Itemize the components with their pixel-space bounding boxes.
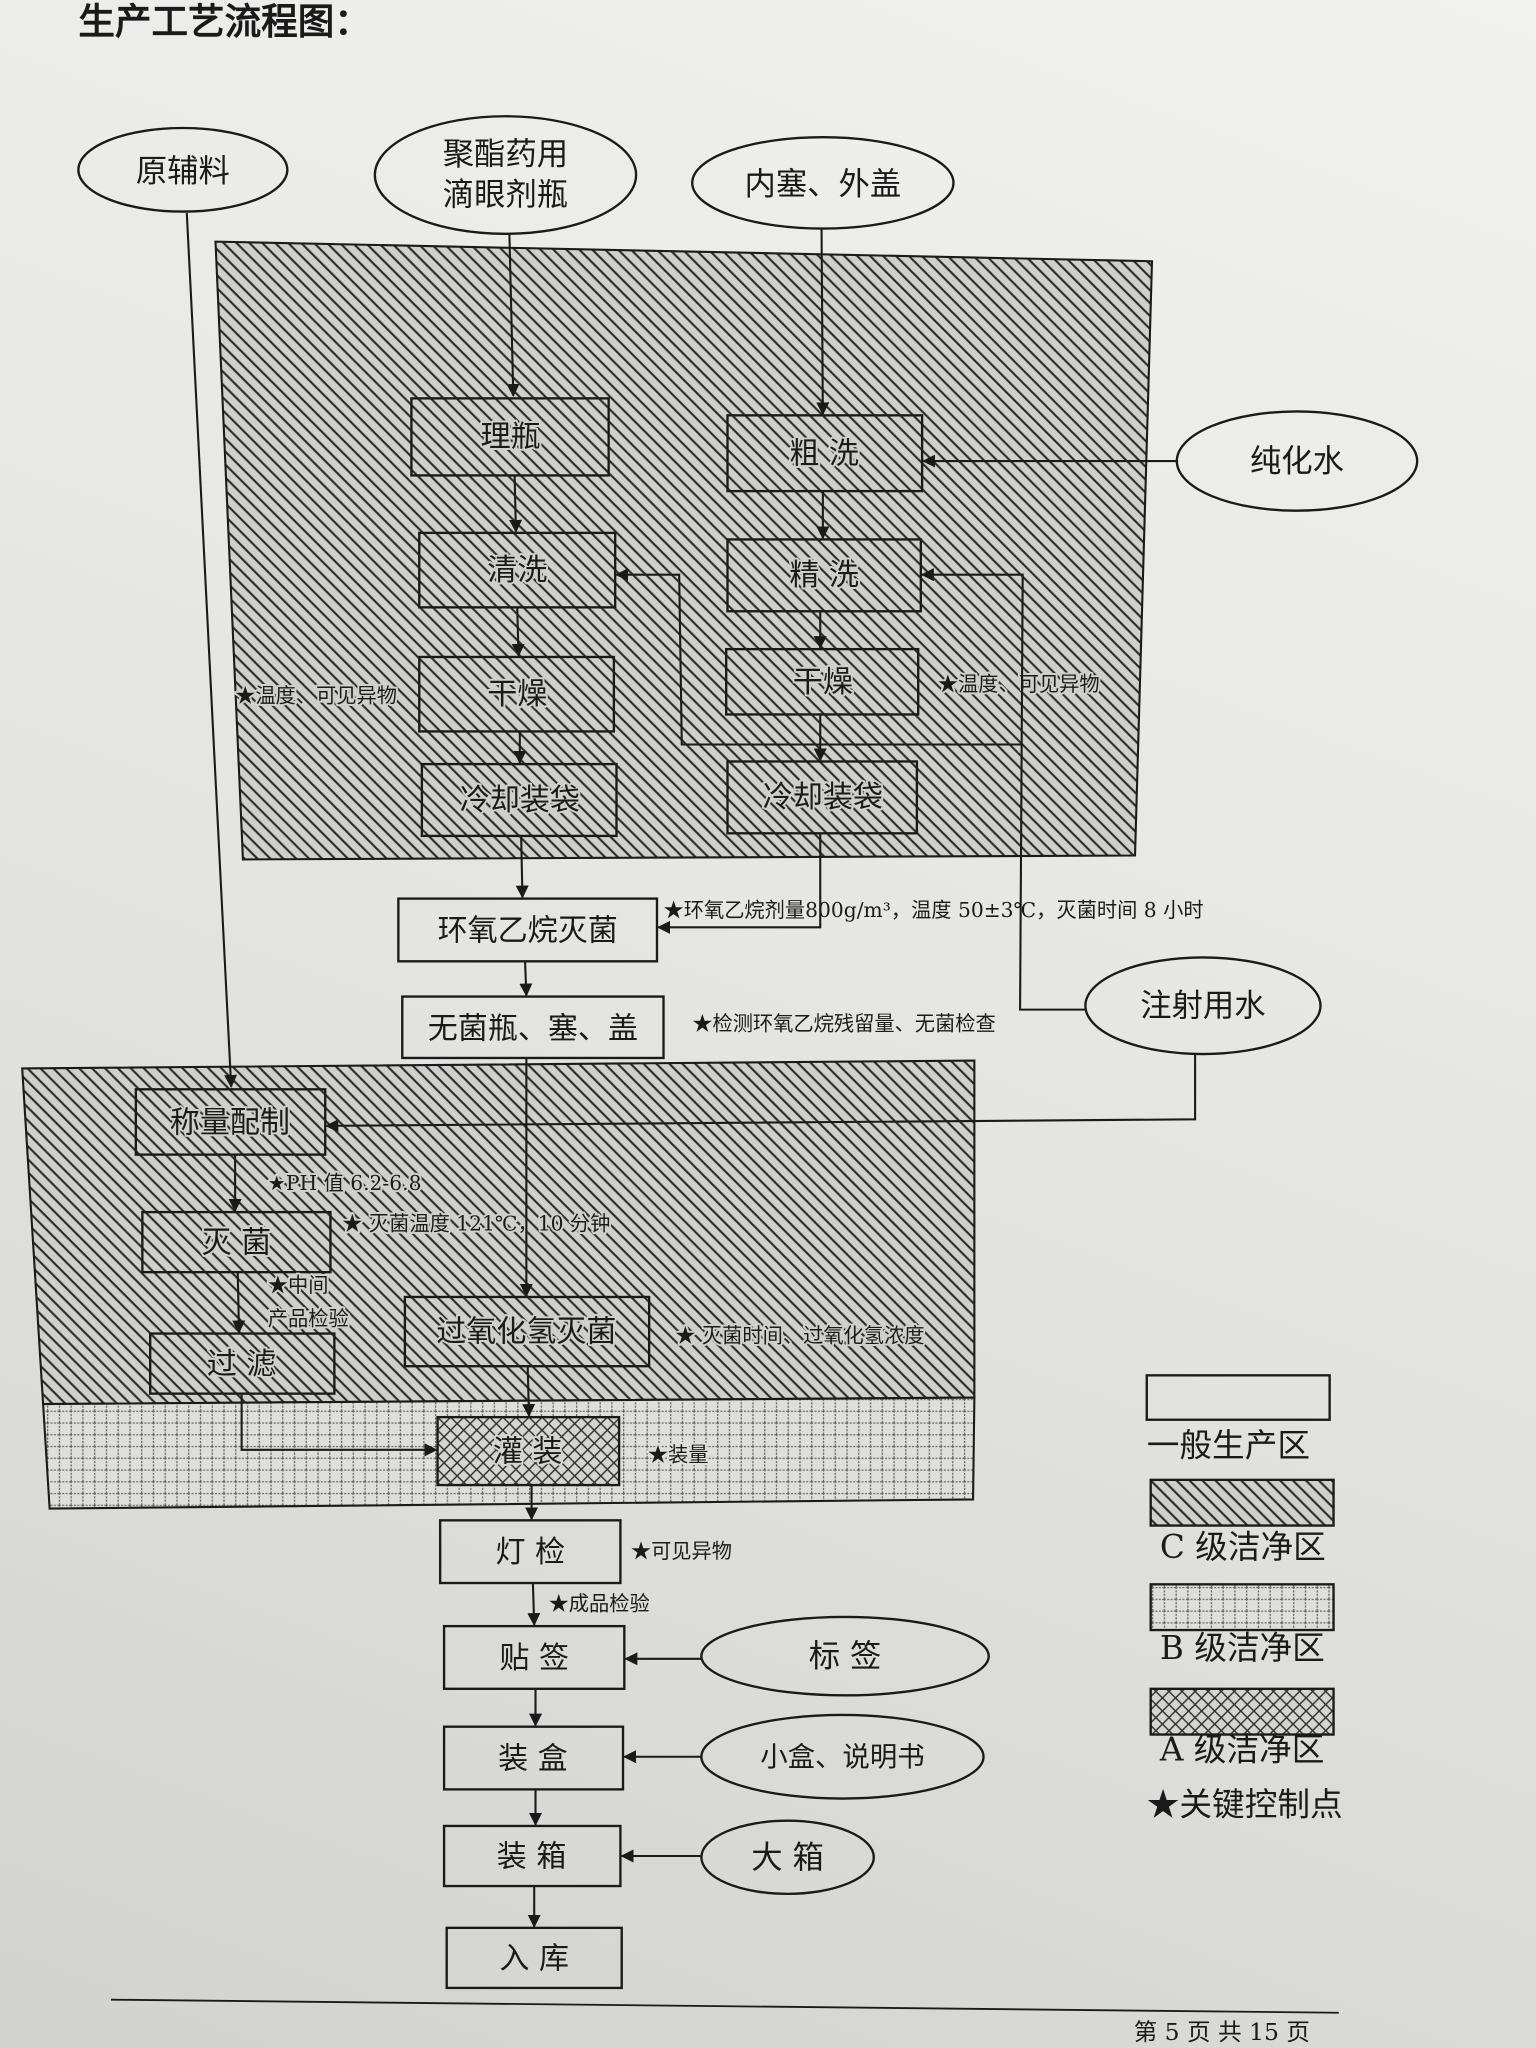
input-label-stopper-cap: 内塞、外盖: [745, 167, 902, 203]
legend-swatch-grade-c: [1149, 1478, 1335, 1527]
input-label-label: 标 签: [809, 1639, 882, 1675]
arrow-h2o2-to-filling: [522, 1366, 536, 1418]
step-label-bottle-cleaning: 清洗: [487, 553, 547, 588]
step-label-eo-sterilization: 环氧乙烷灭菌: [438, 913, 618, 948]
arrow-stopper-to-rough-wash: [816, 228, 830, 416]
control-point-bottle-drying: ★温度、可见异物: [235, 684, 397, 708]
step-label-cartoning: 装 箱: [497, 1839, 567, 1874]
step-label-bottle-cooling: 冷却装袋: [460, 783, 580, 818]
arrow-wfi-to-weighing: [325, 1054, 1197, 1133]
step-label-boxing: 装 盒: [498, 1741, 568, 1776]
step-label-sterilization: 灭 菌: [202, 1226, 272, 1261]
legend-label-grade-a: A 级洁净区: [1159, 1731, 1325, 1769]
input-label-raw-materials: 原辅料: [136, 154, 230, 190]
control-point-intermediate-line1: ★中间: [268, 1273, 329, 1297]
step-label-stopper-cooling: 冷却装袋: [763, 780, 883, 815]
legend-label-general: 一般生产区: [1147, 1426, 1310, 1464]
legend: 一般生产区 C 级洁净区 B 级洁净区 A 级洁净区 ★关键控制点: [1145, 1374, 1343, 1824]
step-box-inspection: [438, 1519, 622, 1585]
step-box-warehousing: [445, 1926, 623, 1990]
input-oval-bottle: [373, 115, 638, 235]
step-label-bottle-drying: 干燥: [487, 677, 547, 712]
input-label-box-leaflet: 小盒、说明书: [760, 1742, 924, 1773]
step-box-bottle-drying: [418, 655, 616, 733]
step-label-stopper-fine-wash: 精 洗: [789, 558, 859, 593]
legend-label-key-control: ★关键控制点: [1147, 1786, 1343, 1824]
input-label-purified-water: 纯化水: [1250, 444, 1344, 480]
step-box-bottle-cooling: [420, 762, 618, 838]
input-oval-label: [700, 1615, 990, 1697]
legend-swatch-grade-a: [1149, 1687, 1335, 1736]
arrow-wfi-to-fine-wash: [920, 568, 1086, 1011]
arrow-eo-to-sterile-components: [519, 961, 533, 997]
step-box-weighing: [134, 1088, 327, 1156]
control-point-weighing: ★PH 值 6.2-6.8: [268, 1171, 422, 1195]
arrow-filtration-to-filling: [240, 1393, 438, 1457]
step-label-stopper-drying: 干燥: [793, 665, 853, 700]
footer-rule: [111, 1998, 1339, 2014]
step-label-sterile-components: 无菌瓶、塞、盖: [428, 1011, 638, 1046]
arrow-wfi-to-bottle-cleaning: [615, 568, 1023, 746]
legend-label-grade-b: B 级洁净区: [1160, 1629, 1325, 1667]
step-label-filling: 灌 装: [493, 1435, 563, 1470]
legend-swatch-grade-b: [1149, 1583, 1335, 1632]
control-point-sterile-components: ★检测环氧乙烷残留量、无菌检查: [692, 1012, 996, 1036]
step-box-stopper-cooling: [726, 760, 919, 835]
step-box-stopper-rough-wash: [726, 414, 924, 493]
arrow-sorting-to-cleaning: [509, 475, 523, 533]
input-oval-carton: [700, 1819, 875, 1896]
step-box-bottle-sorting: [410, 397, 610, 477]
step-box-sterile-components: [401, 995, 665, 1060]
step-label-filtration: 过 滤: [207, 1347, 277, 1382]
control-point-inspection: ★可见异物: [631, 1539, 732, 1563]
step-label-inspection: 灯 检: [495, 1535, 565, 1570]
step-box-filling: [436, 1415, 621, 1487]
input-oval-water-for-injection: [1084, 956, 1322, 1056]
step-label-bottle-sorting: 理瓶: [481, 420, 541, 455]
step-label-h2o2-sterilization: 过氧化氢灭菌: [436, 1314, 616, 1349]
step-box-stopper-drying: [725, 647, 920, 716]
input-label-water-for-injection: 注射用水: [1140, 988, 1265, 1024]
arrow-stopper-cooling-to-eo: [656, 833, 822, 934]
input-label-bottle-line1: 聚酯药用: [443, 137, 568, 173]
control-point-intermediate-line2: 产品检验: [268, 1307, 349, 1331]
step-label-weighing: 称量配制: [170, 1105, 290, 1140]
input-oval-raw-materials: [77, 126, 289, 213]
step-box-h2o2-sterilization: [403, 1295, 651, 1368]
control-point-sterilization: ★ 灭菌温度 121℃，10 分钟: [342, 1211, 610, 1235]
arrow-raw-materials-to-weighing: [185, 212, 238, 1088]
input-label-bottle-line2: 滴眼剂瓶: [443, 177, 568, 213]
step-box-stopper-fine-wash: [726, 538, 922, 613]
control-point-eo-sterilization: ★环氧乙烷剂量800g/m³，温度 50±3℃，灭菌时间 8 小时: [664, 898, 1204, 922]
control-point-filling: ★装量: [648, 1443, 709, 1467]
control-point-finished-product: ★成品检验: [549, 1591, 650, 1615]
clean-zone-c-upper: [214, 240, 1154, 861]
arrow-bottle-cooling-to-eo: [515, 835, 529, 899]
control-point-h2o2-sterilization: ★ 灭菌时间、过氧化氢浓度: [675, 1324, 924, 1348]
arrow-inspection-to-labeling: [527, 1582, 541, 1627]
control-point-stopper-drying: ★温度、可见异物: [938, 672, 1100, 696]
page-number: 第 5 页 共 15 页: [1134, 2018, 1310, 2046]
step-label-labeling: 贴 签: [499, 1641, 569, 1676]
step-label-stopper-rough-wash: 粗 洗: [789, 437, 859, 472]
legend-label-grade-c: C 级洁净区: [1160, 1528, 1326, 1566]
step-box-sterilization: [141, 1210, 332, 1274]
arrow-sterilization-to-filtration: [232, 1272, 246, 1334]
page-title: 生产工艺流程图：: [78, 0, 371, 43]
input-label-carton: 大 箱: [751, 1840, 824, 1876]
input-oval-stopper-cap: [691, 135, 955, 230]
arrow-bottle-to-sorting: [506, 233, 520, 398]
step-label-warehousing: 入 库: [499, 1941, 569, 1976]
step-box-eo-sterilization: [397, 897, 659, 963]
legend-swatch-general: [1145, 1374, 1331, 1421]
arrow-cleaning-to-drying: [511, 607, 525, 657]
